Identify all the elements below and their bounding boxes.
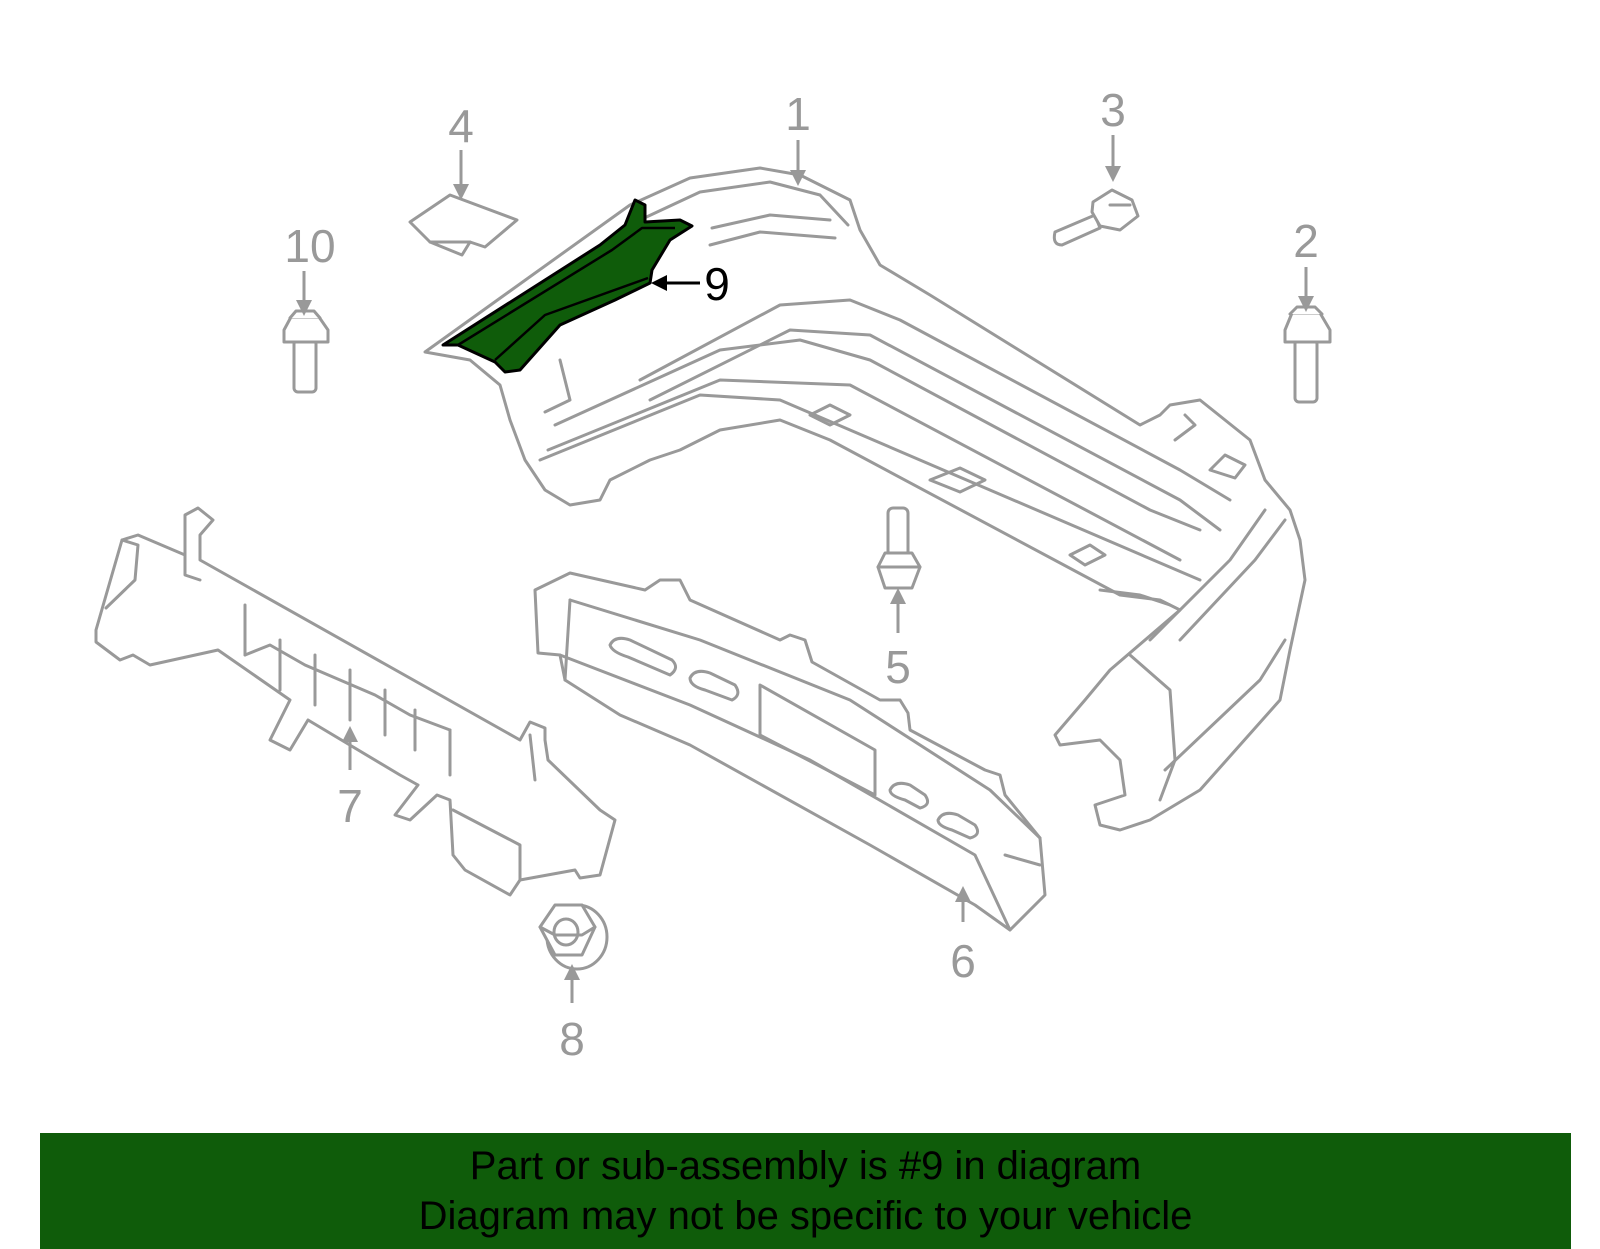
callout-9: 9 [704,258,730,310]
parts-diagram: 1 2 3 4 5 6 7 8 9 10 [94,84,1332,1065]
callout-10: 10 [284,220,335,272]
part-6-reinforcement[interactable] [533,571,1047,932]
banner-line-part: Part or sub-assembly is #9 in diagram [469,1144,1142,1188]
callout-5: 5 [885,641,911,693]
part-5-stud[interactable] [876,506,922,590]
callout-1: 1 [785,88,811,140]
part-10-bolt[interactable] [282,309,330,394]
part-8-nut[interactable] [538,903,609,971]
callout-6: 6 [950,935,976,987]
part-2-bolt[interactable] [1283,305,1332,404]
part-1-bumper-cover[interactable] [423,166,1307,832]
part-7-absorber[interactable] [94,506,617,897]
part-9-bracket[interactable] [441,198,694,374]
part-4-clip[interactable] [408,193,519,257]
callout-leaders [296,135,1314,1003]
info-banner: Part or sub-assembly is #9 in diagram Di… [40,1133,1571,1249]
callout-2: 2 [1293,215,1319,267]
callout-8: 8 [559,1013,585,1065]
callout-4: 4 [448,100,474,152]
callout-7: 7 [337,780,363,832]
callout-3: 3 [1100,84,1126,136]
banner-line-disclaimer: Diagram may not be specific to your vehi… [418,1194,1193,1238]
part-3-bolt[interactable] [1052,188,1140,247]
